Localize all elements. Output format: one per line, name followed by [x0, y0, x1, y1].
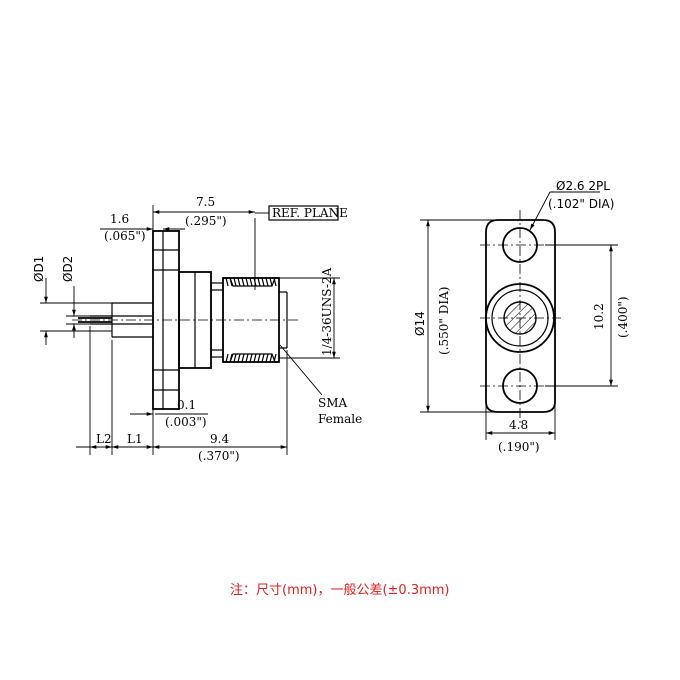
thread-line	[245, 277, 249, 287]
thread-line	[225, 353, 229, 363]
hole-dim: Ø2.6 2PL	[556, 179, 610, 193]
thread-line	[225, 277, 229, 287]
thread-line	[229, 353, 233, 363]
thread-line	[265, 353, 269, 363]
sma-label-2: Female	[318, 412, 362, 426]
thread-line	[245, 353, 249, 363]
thread-line	[261, 277, 265, 287]
thread-line	[237, 353, 241, 363]
thread-line	[233, 353, 237, 363]
center-body-outer	[485, 283, 555, 353]
thread-spec: 1/4-36UNS-2A	[320, 267, 334, 356]
flange-outline	[485, 219, 556, 413]
dia-14: Ø14	[413, 311, 427, 336]
center-contact-hatched	[503, 301, 537, 335]
thread-line	[265, 277, 269, 287]
dim-9-4-in: (.370")	[198, 449, 240, 463]
sma-label-1: SMA	[318, 396, 348, 410]
front-view: Ø2.6 2PL (.102" DIA) Ø14 (.550" DIA) 10.…	[413, 179, 630, 454]
thread-line	[269, 277, 273, 287]
dim-1-6: 1.6	[110, 212, 129, 226]
dim-9-4: 9.4	[210, 432, 229, 446]
dim-4-8: 4.8	[509, 418, 528, 432]
thread-line	[257, 353, 261, 363]
thread-line	[273, 277, 277, 287]
thread-line	[253, 353, 257, 363]
hole-leader	[529, 191, 551, 231]
thread-line	[249, 277, 253, 287]
mounting-hole-top	[502, 227, 538, 263]
dim-0-1-in: (.003")	[165, 415, 207, 429]
hole-dim-in: (.102" DIA)	[548, 197, 614, 211]
dim-1-6-in: (.065")	[104, 229, 146, 243]
threaded-section	[222, 277, 288, 363]
d1-label: ØD1	[32, 256, 46, 282]
l1-label: L1	[127, 432, 143, 446]
d2-label: ØD2	[61, 256, 75, 282]
dim-0-1: 0.1	[177, 398, 196, 412]
thread-line	[261, 353, 265, 363]
side-view: REF. PLANE 7.5 (.295") 1.6 (.065") ØD1 Ø…	[32, 195, 362, 463]
dia-14-in: (.550" DIA)	[437, 287, 451, 355]
thread-line	[229, 277, 233, 287]
thread-line	[241, 353, 245, 363]
ref-plane-label: REF. PLANE	[272, 206, 348, 220]
connector-body	[178, 271, 224, 369]
thread-line	[237, 277, 241, 287]
thread-line	[249, 353, 253, 363]
dim-10-2-in: (.400")	[616, 296, 630, 338]
mounting-hole-bottom	[502, 368, 538, 404]
l2-label: L2	[96, 432, 112, 446]
thread-line	[273, 353, 277, 363]
tolerance-note: 注：尺寸(mm)，一般公差(±0.3mm)	[230, 582, 450, 598]
thread-lines-bottom	[225, 353, 277, 363]
pin-tail	[78, 315, 152, 325]
dim-4-8-in: (.190")	[498, 440, 540, 454]
sma-leader	[279, 344, 323, 396]
thread-line	[269, 353, 273, 363]
thread-lines-top	[225, 277, 277, 287]
thread-line	[241, 277, 245, 287]
thread-line	[233, 277, 237, 287]
thread-line	[257, 277, 261, 287]
dim-7-5: 7.5	[196, 195, 215, 209]
dim-7-5-in: (.295")	[185, 214, 227, 228]
dim-10-2: 10.2	[592, 303, 606, 330]
